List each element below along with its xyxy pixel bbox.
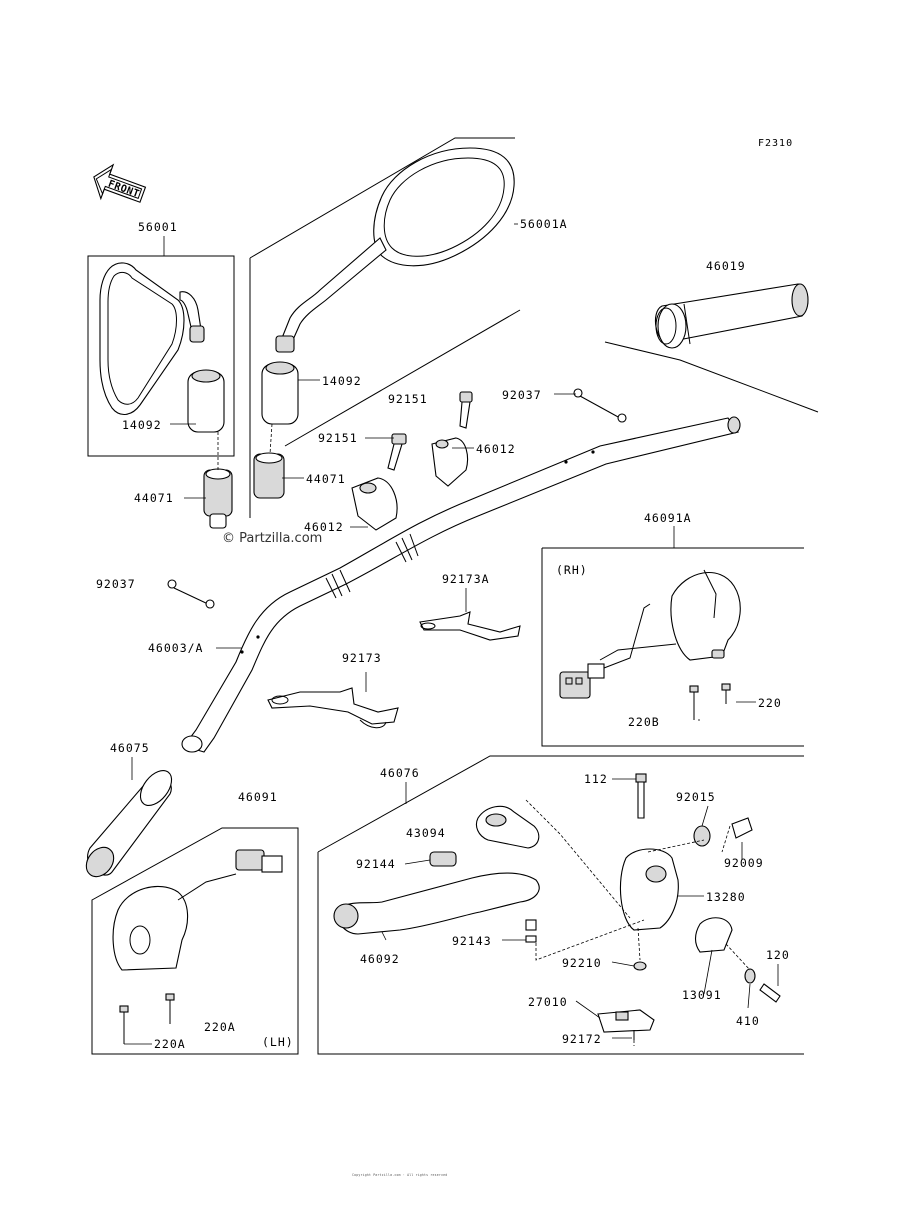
part-label-92173a: 92173A	[442, 572, 490, 586]
part-label-46019: 46019	[706, 259, 746, 273]
adjuster-92009	[731, 817, 753, 839]
part-label-44071-right: 44071	[306, 472, 346, 486]
grip-leader-lines	[604, 341, 819, 413]
right-grip	[654, 283, 809, 349]
part-label-46092: 46092	[360, 952, 400, 966]
part-label-410: 410	[736, 1014, 760, 1028]
switch-27010	[597, 1009, 655, 1033]
part-label-13280: 13280	[706, 890, 746, 904]
part-label-92037-right: 92037	[502, 388, 542, 402]
figure-code: F2310	[758, 138, 793, 149]
part-label-27010: 27010	[528, 995, 568, 1009]
lh-switch-box	[91, 827, 299, 1055]
washer-92015	[693, 825, 711, 847]
clutch-lever-46092	[333, 872, 540, 935]
bolt-92151-lower	[387, 433, 407, 471]
lever-assembly-box	[317, 755, 804, 1055]
washer-410	[744, 968, 756, 984]
lever-bracket-43094	[475, 805, 540, 849]
part-label-220a-lower: 220A	[154, 1037, 186, 1051]
right-mirror-adapter-44071	[253, 423, 285, 499]
lh-label: (LH)	[262, 1035, 294, 1049]
part-label-92210: 92210	[562, 956, 602, 970]
part-label-92173: 92173	[342, 651, 382, 665]
screw-220a-upper	[165, 993, 175, 1024]
part-label-46075: 46075	[110, 741, 150, 755]
left-mirror-cover-14092	[187, 369, 225, 433]
right-mirror-frame	[249, 137, 515, 259]
left-mirror-box	[87, 255, 235, 457]
part-label-92151-lower: 92151	[318, 431, 358, 445]
lh-switch-housing	[112, 849, 283, 971]
part-label-14092-right: 14092	[322, 374, 362, 388]
part-label-46091: 46091	[238, 790, 278, 804]
part-label-14092-left: 14092	[122, 418, 162, 432]
strap-92037-left	[167, 579, 215, 609]
leader-lines	[124, 223, 779, 1045]
bolt-112	[635, 773, 647, 819]
washer-92210	[633, 961, 647, 971]
front-arrow-icon: FRONT	[93, 163, 147, 203]
screw-220	[721, 683, 731, 704]
part-label-44071-left: 44071	[134, 491, 174, 505]
rh-switch-connector	[559, 603, 651, 699]
screw-220a-lower	[119, 1005, 129, 1044]
left-mirror	[99, 262, 205, 415]
lever-holder-13280	[619, 848, 679, 931]
part-label-13091: 13091	[682, 988, 722, 1002]
footer-text: Copyright Partzilla.com · All rights res…	[352, 1173, 447, 1177]
strap-92037-right	[573, 388, 627, 423]
screw-220b	[689, 685, 699, 720]
part-labels: 56001 56001A 46019 14092 14092 92151 921…	[96, 217, 790, 1051]
part-label-46091a: 46091A	[644, 511, 692, 525]
rh-switch-housing	[599, 569, 741, 661]
part-label-120: 120	[766, 948, 790, 962]
part-label-46076: 46076	[380, 766, 420, 780]
left-grip	[85, 770, 173, 878]
part-label-92144: 92144	[356, 857, 396, 871]
part-label-92172: 92172	[562, 1032, 602, 1046]
part-label-112: 112	[584, 772, 608, 786]
part-label-92143: 92143	[452, 934, 492, 948]
left-mirror-adapter-44071	[203, 432, 233, 529]
assembly-dashed-lines	[525, 799, 751, 1046]
right-mirror	[275, 147, 515, 353]
part-label-220a-upper: 220A	[204, 1020, 236, 1034]
bolt-92151-upper	[459, 391, 473, 429]
part-label-220b: 220B	[628, 715, 660, 729]
part-label-92009: 92009	[724, 856, 764, 870]
part-label-56001: 56001	[138, 220, 178, 234]
part-label-56001a: 56001A	[520, 217, 568, 231]
upper-holder-left	[351, 477, 398, 531]
clamp-92173	[267, 687, 399, 729]
part-label-92037-left: 92037	[96, 577, 136, 591]
collar-92143	[525, 919, 537, 943]
part-label-92151-upper: 92151	[388, 392, 428, 406]
part-label-46012-left: 46012	[304, 520, 344, 534]
clamp-92173a	[419, 611, 521, 641]
bolt-120	[759, 983, 781, 1003]
rh-label: (RH)	[556, 563, 588, 577]
part-label-46012-right: 46012	[476, 442, 516, 456]
part-label-220: 220	[758, 696, 782, 710]
right-mirror-cover-14092	[261, 361, 299, 425]
spring-92144	[429, 851, 457, 867]
part-label-46003a: 46003/A	[148, 641, 203, 655]
part-label-43094: 43094	[406, 826, 446, 840]
handlebar	[181, 416, 741, 753]
watermark: © Partzilla.com	[222, 531, 322, 546]
part-label-92015: 92015	[676, 790, 716, 804]
clamp-13091	[694, 917, 733, 953]
rh-switch-box	[541, 547, 804, 747]
upper-holder-right	[431, 437, 469, 487]
